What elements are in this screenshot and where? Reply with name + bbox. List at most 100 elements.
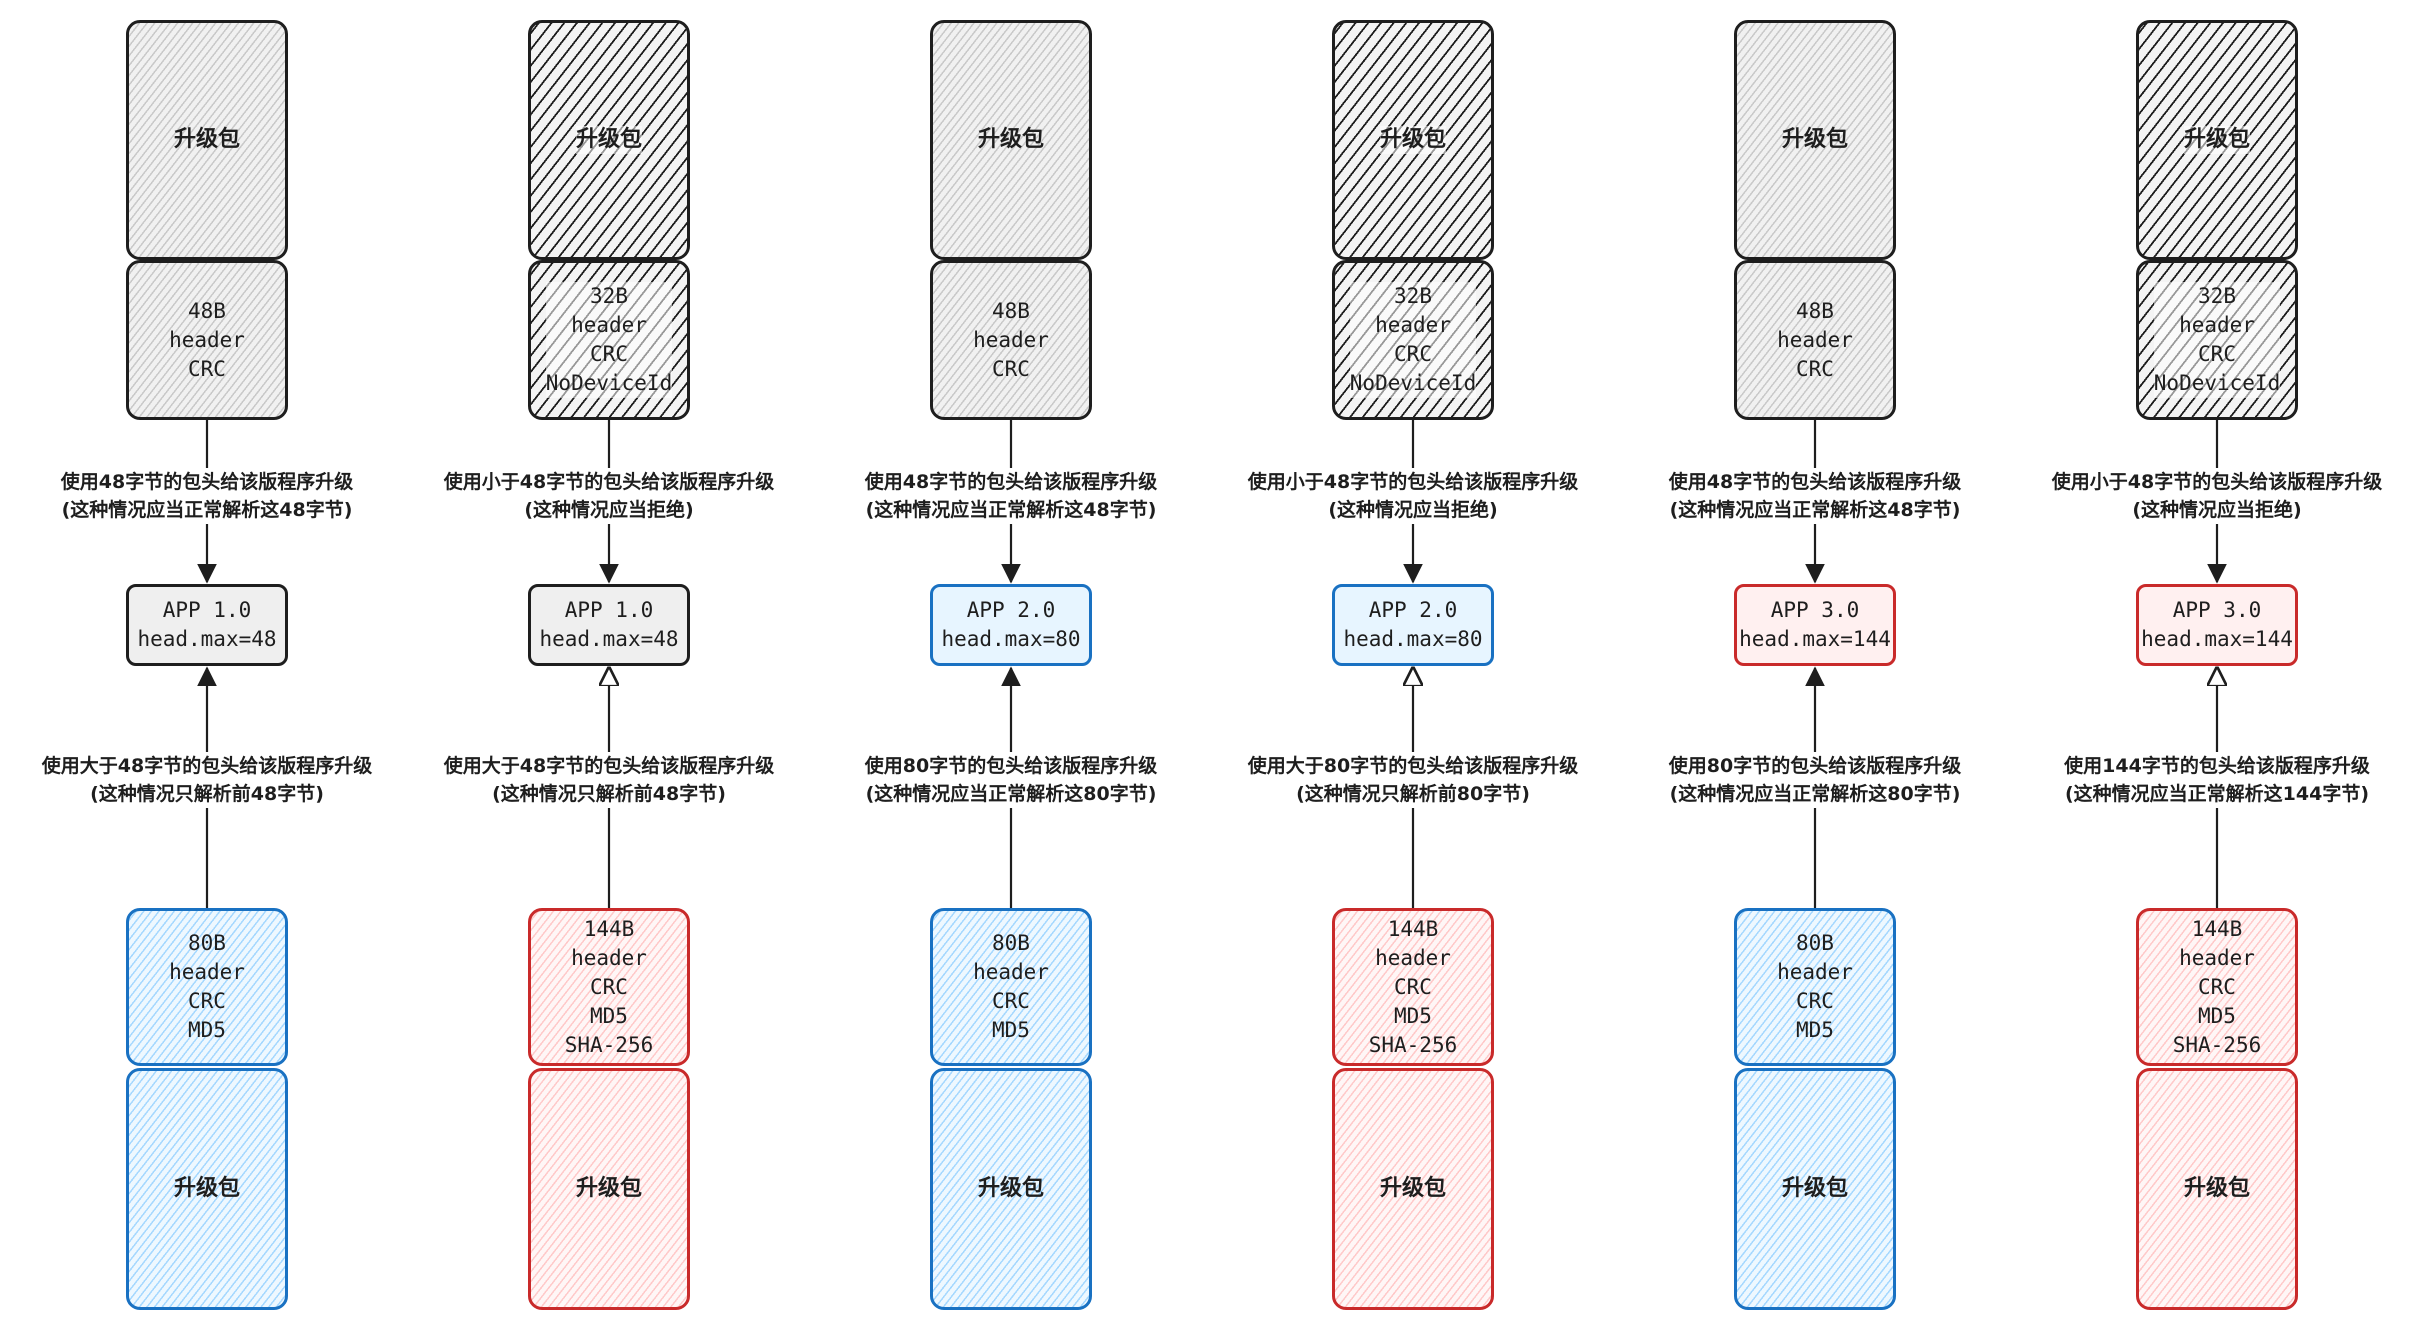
app-head-max: head.max=48 bbox=[539, 627, 679, 651]
top-header-line: CRC bbox=[992, 356, 1030, 381]
bottom-header-line: MD5 bbox=[992, 1018, 1030, 1042]
top-header-line: 32B bbox=[2153, 282, 2281, 311]
lower-label-line1: 使用大于48字节的包头给该版程序升级 bbox=[41, 755, 373, 777]
lower-label-line1: 使用大于48字节的包头给该版程序升级 bbox=[443, 755, 775, 777]
top-package-label: 升级包 bbox=[575, 126, 642, 154]
bottom-header-line: header bbox=[973, 960, 1049, 984]
bottom-header-line: 144B bbox=[583, 916, 635, 941]
lower-upgrade-label: 使用大于48字节的包头给该版程序升级(这种情况只解析前48字节) bbox=[414, 752, 804, 808]
app-version-box: APP 1.0 head.max=48 bbox=[528, 584, 690, 666]
top-header-line: CRC bbox=[2153, 340, 2281, 369]
top-header-line: header bbox=[1349, 311, 1477, 340]
upper-label-line2: (这种情况应当正常解析这48字节) bbox=[61, 499, 353, 521]
app-head-max: head.max=144 bbox=[1739, 627, 1891, 651]
top-upgrade-package: 升级包 bbox=[528, 20, 690, 260]
top-header-line: NoDeviceId bbox=[2153, 369, 2281, 398]
lower-label-line2: (这种情况应当正常解析这80字节) bbox=[865, 783, 1157, 805]
top-header-line: 32B bbox=[1349, 282, 1477, 311]
bottom-header-line: 144B bbox=[2191, 916, 2243, 941]
bottom-header-line: CRC bbox=[992, 989, 1030, 1013]
top-header-line: CRC bbox=[545, 340, 673, 369]
top-header-line: NoDeviceId bbox=[1349, 369, 1477, 398]
bottom-header-line: CRC bbox=[1394, 974, 1432, 999]
bottom-header-line: SHA-256 bbox=[2172, 1032, 2262, 1057]
top-upgrade-package: 升级包 bbox=[1332, 20, 1494, 260]
app-name: APP 1.0 bbox=[162, 598, 252, 622]
lower-label-line1: 使用80字节的包头给该版程序升级 bbox=[1668, 755, 1962, 777]
lower-label-line2: (这种情况只解析前80字节) bbox=[1296, 783, 1530, 805]
lower-upgrade-label: 使用大于80字节的包头给该版程序升级(这种情况只解析前80字节) bbox=[1218, 752, 1608, 808]
bottom-header-line: 144B bbox=[1387, 916, 1439, 941]
upper-label-line1: 使用小于48字节的包头给该版程序升级 bbox=[1247, 471, 1579, 493]
upper-upgrade-label: 使用小于48字节的包头给该版程序升级(这种情况应当拒绝) bbox=[1218, 468, 1608, 524]
app-name: APP 1.0 bbox=[564, 598, 654, 622]
bottom-header-line: header bbox=[1777, 960, 1853, 984]
bottom-header-line: MD5 bbox=[1394, 1003, 1432, 1028]
top-header-line: header bbox=[545, 311, 673, 340]
upper-upgrade-label: 使用小于48字节的包头给该版程序升级 (这种情况应当拒绝) bbox=[2022, 468, 2412, 524]
lower-label-line2: (这种情况应当正常解析这80字节) bbox=[1669, 783, 1961, 805]
bottom-header-line: CRC bbox=[1796, 989, 1834, 1013]
bottom-header-line: SHA-256 bbox=[564, 1032, 654, 1057]
bottom-header-line: header bbox=[169, 960, 245, 984]
top-header-line: header bbox=[169, 327, 245, 352]
app-name: APP 3.0 bbox=[1770, 598, 1860, 622]
app-head-max: head.max=144 bbox=[2141, 627, 2293, 651]
top-header-line: 48B bbox=[992, 298, 1030, 323]
upper-upgrade-label: 使用48字节的包头给该版程序升级(这种情况应当正常解析这48字节) bbox=[1620, 468, 2010, 524]
top-header-line: NoDeviceId bbox=[545, 369, 673, 398]
lower-upgrade-label: 使用80字节的包头给该版程序升级(这种情况应当正常解析这80字节) bbox=[816, 752, 1206, 808]
lower-upgrade-label: 使用144字节的包头给该版程序升级(这种情况应当正常解析这144字节) bbox=[2022, 752, 2412, 808]
upper-label-line1: 使用48字节的包头给该版程序升级 bbox=[1668, 471, 1962, 493]
bottom-header-line: header bbox=[2179, 945, 2255, 970]
top-header-line: CRC bbox=[1349, 340, 1477, 369]
upper-upgrade-label: 使用小于48字节的包头给该版程序升级(这种情况应当拒绝) bbox=[414, 468, 804, 524]
upper-label-line1: 使用小于48字节的包头给该版程序升级 bbox=[2051, 471, 2383, 493]
upper-label-line1: 使用48字节的包头给该版程序升级 bbox=[864, 471, 1158, 493]
lower-label-line2: (这种情况只解析前48字节) bbox=[90, 783, 324, 805]
app-lines: APP 3.0 head.max=144 bbox=[1739, 596, 1891, 654]
upper-label-line2: (这种情况应当拒绝) bbox=[524, 499, 694, 521]
top-header-line: CRC bbox=[1796, 356, 1834, 381]
lower-upgrade-label: 使用大于48字节的包头给该版程序升级 (这种情况只解析前48字节) bbox=[12, 752, 402, 808]
bottom-header-line: CRC bbox=[590, 974, 628, 999]
bottom-upgrade-package: 升级包 bbox=[1734, 1068, 1896, 1310]
lower-upgrade-label: 使用80字节的包头给该版程序升级 (这种情况应当正常解析这80字节) bbox=[1620, 752, 2010, 808]
bottom-package-label: 升级包 bbox=[977, 1176, 1044, 1201]
bottom-upgrade-package: 升级包 bbox=[2136, 1068, 2298, 1310]
upper-upgrade-label: 使用48字节的包头给该版程序升级 (这种情况应当正常解析这48字节) bbox=[12, 468, 402, 524]
top-header-line: 32B bbox=[545, 282, 673, 311]
bottom-header-line: header bbox=[571, 945, 647, 970]
top-header-line: CRC bbox=[188, 356, 226, 381]
upper-label-line1: 使用48字节的包头给该版程序升级 bbox=[60, 471, 354, 493]
bottom-header-line: 80B bbox=[992, 931, 1030, 955]
bottom-header-line: CRC bbox=[188, 989, 226, 1013]
bottom-header-line: SHA-256 bbox=[1368, 1032, 1458, 1057]
bottom-package-label: 升级包 bbox=[2183, 1176, 2250, 1201]
upper-label-line2: (这种情况应当拒绝) bbox=[2132, 499, 2302, 521]
top-package-label: 升级包 bbox=[1781, 127, 1848, 152]
top-package-label: 升级包 bbox=[173, 127, 240, 152]
